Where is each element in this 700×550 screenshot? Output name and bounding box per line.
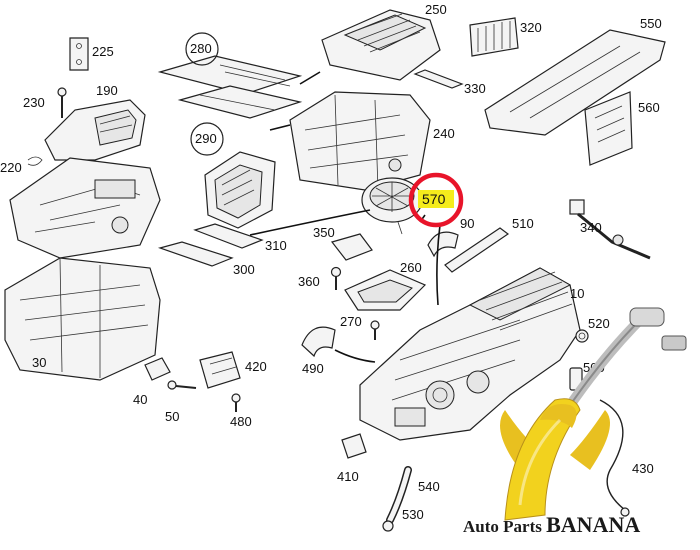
callout-350: 350 <box>313 225 335 240</box>
brand-prefix: Auto Parts <box>463 517 546 536</box>
callout-30: 30 <box>32 355 46 370</box>
part-225-bracket <box>69 37 89 71</box>
callout-ring-280 <box>185 32 219 66</box>
callout-480: 480 <box>230 414 252 429</box>
callout-90: 90 <box>460 216 474 231</box>
callout-labels: 225 230 190 220 280 290 250 320 330 240 … <box>0 2 662 522</box>
part-190-vent <box>44 99 146 161</box>
callout-280: 280 <box>190 41 212 56</box>
highlight-340: 570 <box>408 172 464 228</box>
part-490-duct <box>301 326 336 358</box>
callout-300: 300 <box>233 262 255 277</box>
callout-40: 40 <box>133 392 147 407</box>
callout-10: 10 <box>570 286 584 301</box>
part-420-connector <box>199 351 241 389</box>
highlight-340-ring <box>408 172 464 228</box>
part-220-clip <box>27 156 43 166</box>
callout-230: 230 <box>23 95 45 110</box>
part-280-filter <box>157 55 303 119</box>
callout-570: 340 <box>580 220 602 235</box>
part-360-screw <box>330 266 342 290</box>
part-350-module <box>330 233 373 261</box>
part-560-panel <box>584 91 633 166</box>
part-40-block <box>144 357 171 381</box>
part-260-gasket <box>344 269 427 311</box>
part-520-ring <box>575 329 589 343</box>
callout-410: 410 <box>337 469 359 484</box>
callout-225: 225 <box>92 44 114 59</box>
part-90-duct <box>427 231 459 258</box>
callout-530: 530 <box>402 507 424 522</box>
part-410-connector <box>341 433 367 459</box>
part-330-strip <box>413 69 464 89</box>
brand-name: BANANA <box>546 512 640 537</box>
part-550-gasket <box>484 29 666 136</box>
callout-520: 520 <box>588 316 610 331</box>
callout-540: 540 <box>418 479 440 494</box>
callout-50: 50 <box>165 409 179 424</box>
banana-logo <box>500 398 610 521</box>
highlight-340-fill <box>418 190 454 208</box>
housing-left-upper <box>9 157 161 259</box>
part-250-housing <box>321 9 441 81</box>
callout-310: 310 <box>265 238 287 253</box>
part-540-hose <box>386 466 412 524</box>
part-320-grille <box>469 17 519 57</box>
part-310-strip <box>193 223 264 249</box>
callout-360: 360 <box>298 274 320 289</box>
part-480-screw <box>231 393 241 412</box>
brand-text: Auto Parts BANANA <box>463 512 640 537</box>
callout-290: 290 <box>195 131 217 146</box>
callout-490: 490 <box>302 361 324 376</box>
callout-ring-290 <box>190 122 224 156</box>
callout-430: 430 <box>632 461 654 476</box>
part-50-screw <box>167 380 197 390</box>
callout-550: 550 <box>640 16 662 31</box>
callout-320: 320 <box>520 20 542 35</box>
housing-left-lower <box>4 257 161 381</box>
callout-250: 250 <box>425 2 447 17</box>
callout-340: 570 <box>422 191 446 207</box>
callout-220: 220 <box>0 160 22 175</box>
part-340-blower-motor <box>361 177 423 235</box>
part-230-screw <box>57 87 67 118</box>
part-570-cable-tie <box>569 199 651 260</box>
part-270-screw <box>370 320 380 340</box>
main-hvac-unit <box>359 267 581 441</box>
callout-510: 510 <box>512 216 534 231</box>
callout-330: 330 <box>464 81 486 96</box>
callout-560: 560 <box>638 100 660 115</box>
part-240-housing <box>289 91 431 191</box>
part-510-strip <box>444 227 510 273</box>
part-430-wiring <box>599 399 630 517</box>
callout-240: 240 <box>433 126 455 141</box>
callout-270: 270 <box>340 314 362 329</box>
callout-190: 190 <box>96 83 118 98</box>
part-300-strip <box>157 241 234 267</box>
part-290-filter <box>204 151 276 229</box>
callout-260: 260 <box>400 260 422 275</box>
callout-420: 420 <box>245 359 267 374</box>
part-530-clamp <box>382 520 394 532</box>
